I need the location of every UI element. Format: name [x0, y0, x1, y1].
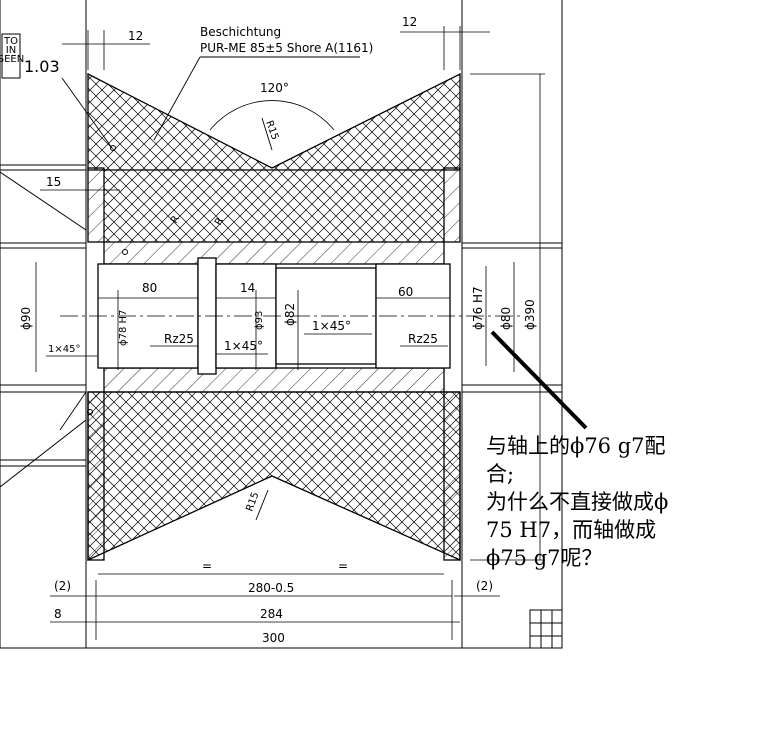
part-number: 1.03: [24, 57, 60, 76]
dimension-lines: [35, 26, 545, 640]
svg-text:IN: IN: [6, 45, 16, 56]
dim-width-284: 284: [260, 607, 283, 621]
dim-left-8: 8: [54, 607, 62, 621]
grid-symbol: [529, 609, 563, 649]
coating-label: Beschichtung: [200, 25, 281, 39]
leader-dot-mid: [122, 249, 128, 255]
dim-top-right-12: 12: [402, 15, 417, 29]
question-line: ϕ75 g7呢？: [486, 546, 603, 570]
dim-dia-80: ϕ80: [499, 307, 513, 330]
dim-width-300: 300: [262, 631, 285, 645]
dim-dia-78: ϕ78 H7: [118, 310, 129, 346]
dim-gap-left: (2): [54, 579, 71, 593]
dim-radius-small-b: R: [213, 216, 226, 228]
coating-top: [87, 72, 461, 171]
dim-width-280: 280-0.5: [248, 581, 294, 595]
dim-rz-a: Rz25: [164, 332, 194, 346]
stamp-box: TO IN SEEN: [0, 33, 24, 79]
dim-len-80: 80: [142, 281, 157, 295]
dim-gap-right: (2): [476, 579, 493, 593]
hub-body: [87, 167, 461, 561]
coating-bottom: [87, 391, 461, 562]
dim-chamfer-c: 1×45°: [312, 319, 351, 333]
dim-radius-small-a: R: [169, 214, 182, 226]
dim-eq-b: =: [338, 559, 348, 573]
dim-chamfer-a: 1×45°: [48, 344, 80, 355]
dim-chamfer-b: 1×45°: [224, 339, 263, 353]
callout-arrow: [490, 330, 588, 430]
question-line: 75 H7，而轴做成: [486, 518, 657, 542]
dim-rz-b: Rz25: [408, 332, 438, 346]
dim-radius-bottom: R15: [244, 491, 261, 513]
svg-text:SEEN: SEEN: [0, 54, 24, 65]
coating-band-top: [103, 169, 445, 243]
dim-top-left-12: 12: [128, 29, 143, 43]
question-line: 为什么不直接做成ϕ: [486, 490, 669, 514]
question-note: 与轴上的ϕ76 g7配 合; 为什么不直接做成ϕ 75 H7，而轴做成 ϕ75 …: [486, 432, 756, 572]
dim-left-15: 15: [46, 175, 61, 189]
dim-dia-82: ϕ82: [283, 303, 297, 326]
leader-dot-top: [110, 145, 116, 151]
question-line: 与轴上的ϕ76 g7配: [486, 434, 666, 458]
dim-len-14: 14: [240, 281, 255, 295]
dim-dia-390: ϕ390: [523, 299, 537, 330]
dim-angle: 120°: [260, 81, 289, 95]
dim-eq-a: =: [202, 559, 212, 573]
dim-dia-93: ϕ93: [254, 311, 265, 330]
svg-text:TO: TO: [3, 36, 18, 47]
drawing-frame: [0, 0, 563, 649]
dim-len-60: 60: [398, 285, 413, 299]
question-line: 合;: [486, 462, 515, 486]
leader-dot-bottom: [87, 409, 93, 415]
coating-spec: PUR-ME 85±5 Shore A(1161): [200, 41, 373, 55]
dim-dia-90: ϕ90: [19, 307, 33, 330]
dim-dia-76: ϕ76 H7: [471, 286, 485, 330]
leader-lines: [59, 56, 360, 521]
